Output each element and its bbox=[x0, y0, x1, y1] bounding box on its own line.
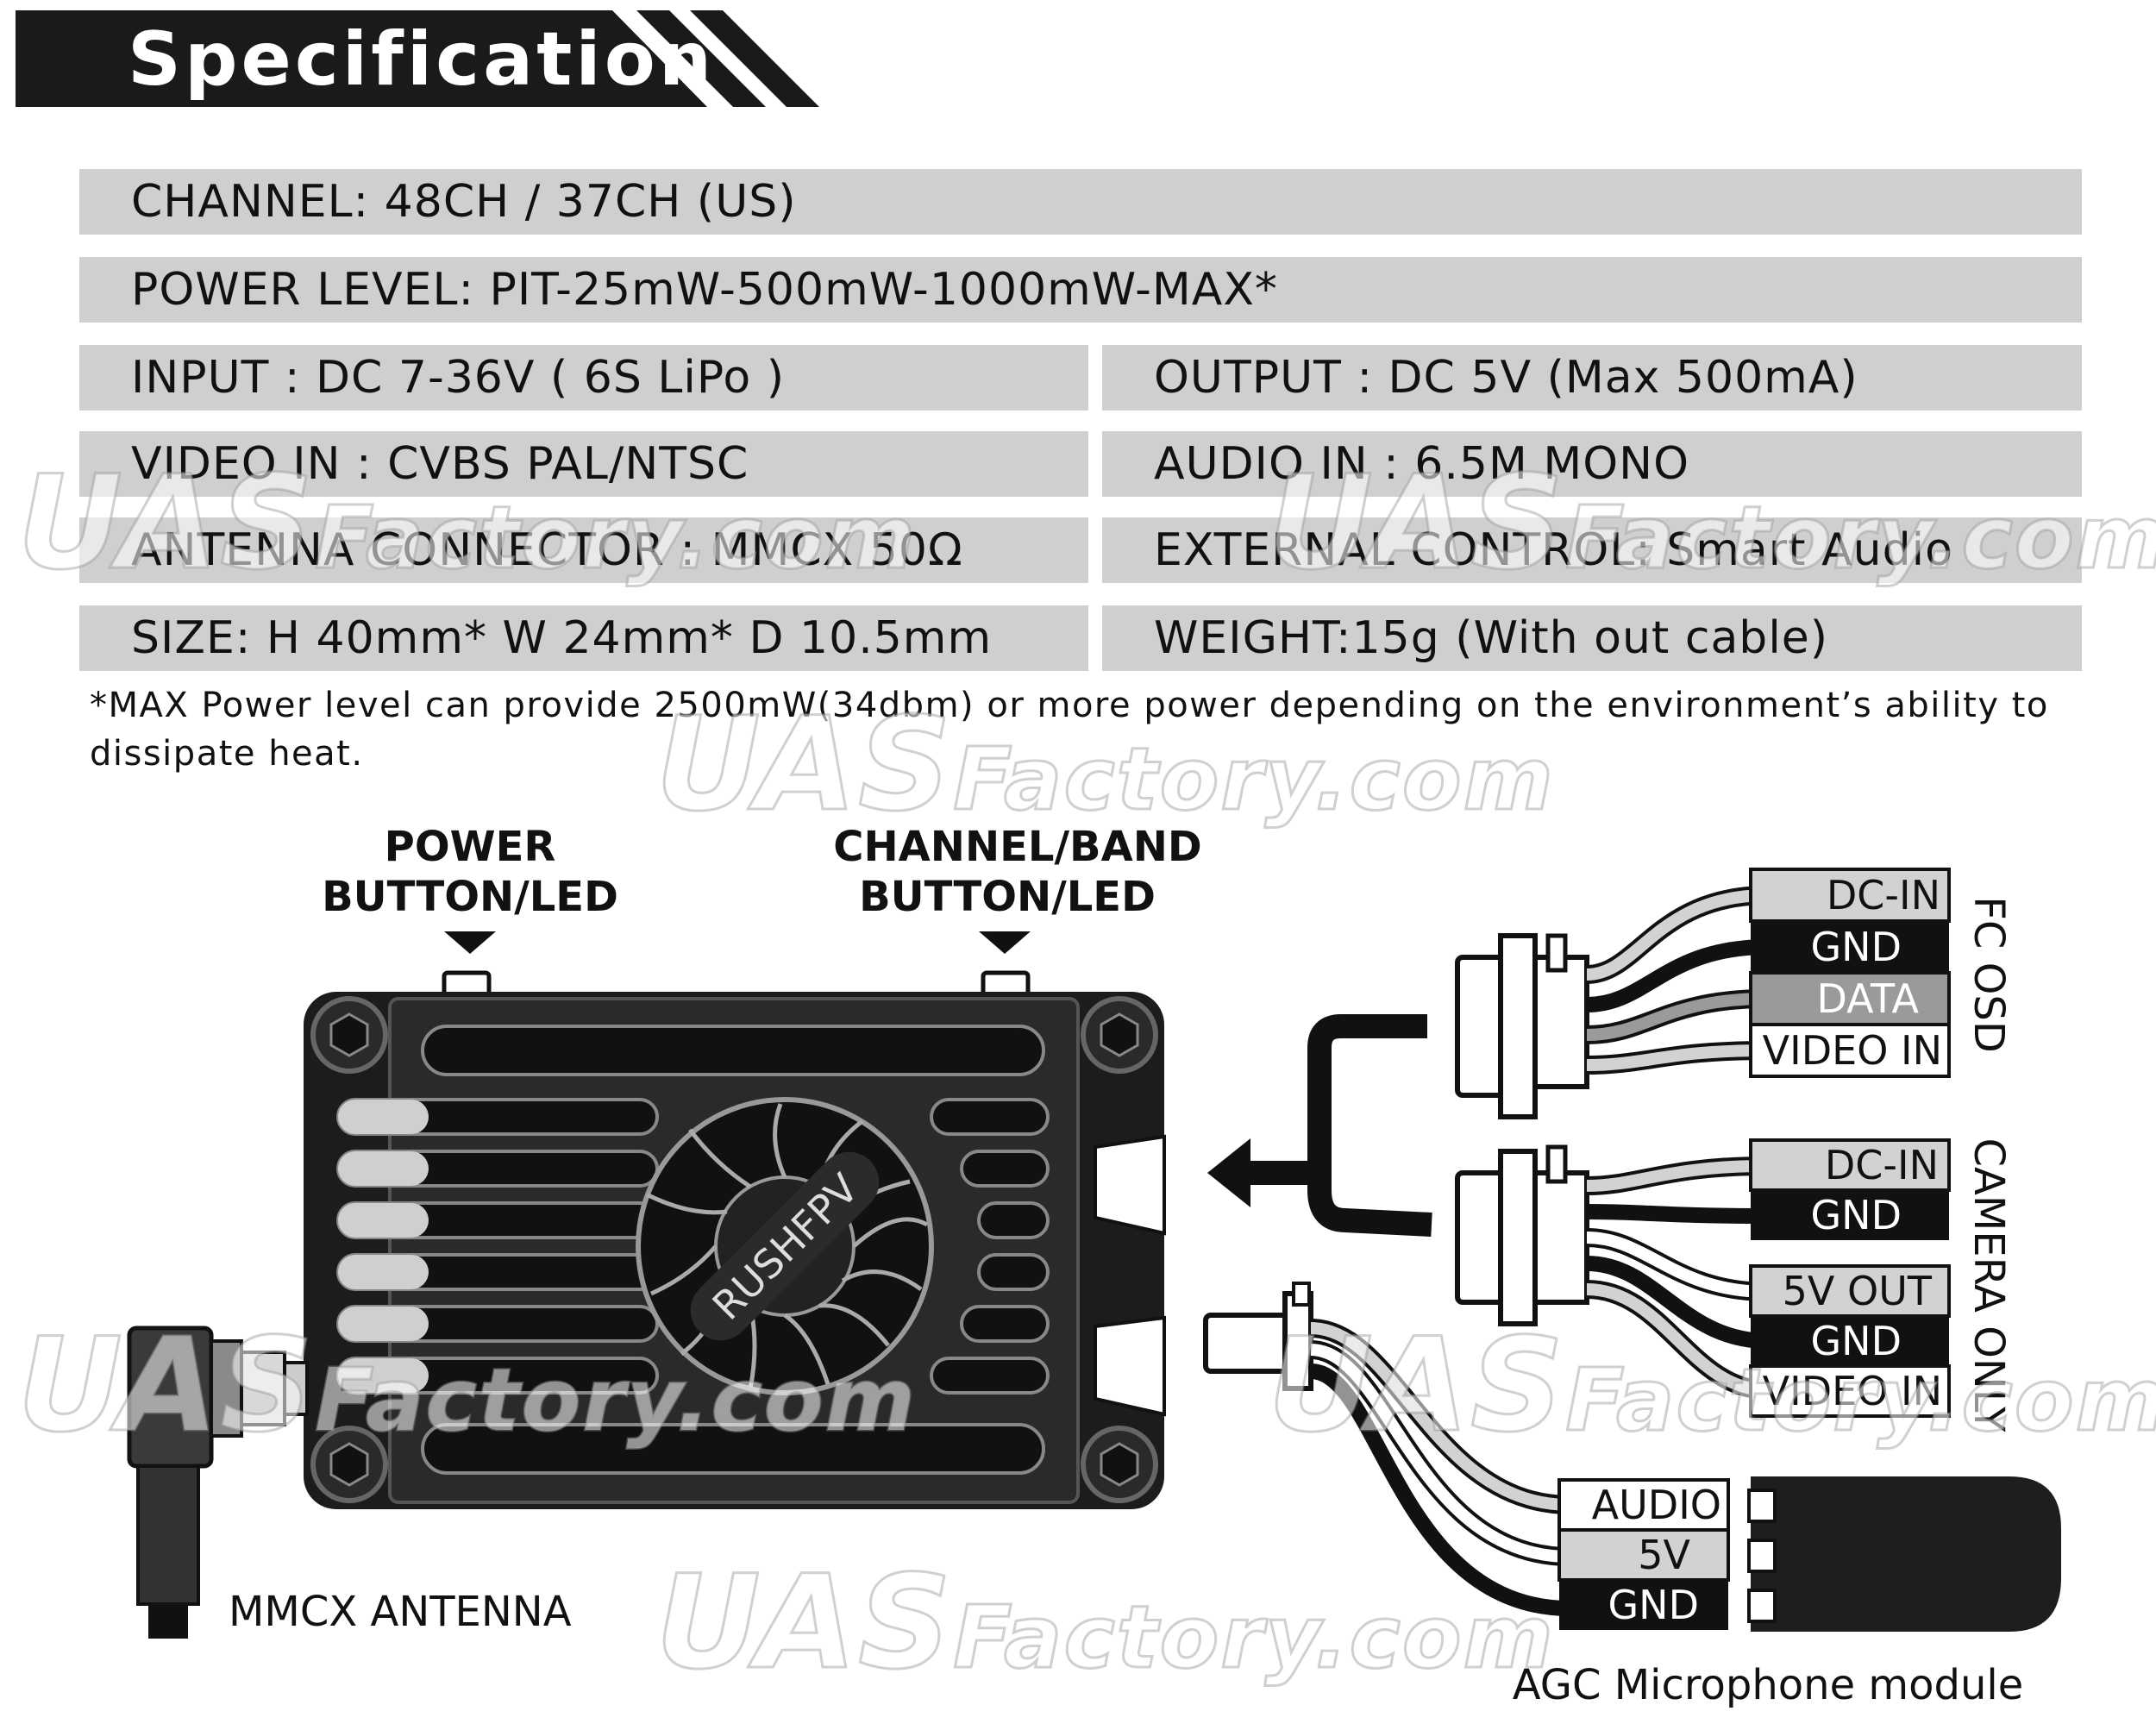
mic-wire-gnd: GND bbox=[1608, 1582, 1699, 1628]
status-led-icon bbox=[338, 1255, 429, 1289]
status-led-icon bbox=[338, 1203, 429, 1238]
mmcx-antenna-connector bbox=[127, 1326, 309, 1639]
watermark-brand: UASFactory.com bbox=[654, 1547, 1555, 1700]
spec-output: OUTPUT : DC 5V (Max 500mA) bbox=[1102, 345, 2082, 411]
screw-icon bbox=[310, 996, 388, 1074]
screw-icon bbox=[1081, 1426, 1158, 1503]
vtx-device: RUSHFPV bbox=[304, 992, 1166, 1509]
spec-video-in: VIDEO IN : CVBS PAL/NTSC bbox=[79, 431, 1088, 497]
fc-osd-wire-dc-in: DC-IN bbox=[1827, 872, 1940, 918]
camera-connector bbox=[1455, 1144, 1589, 1326]
camera-wire-dc-in: DC-IN bbox=[1825, 1142, 1939, 1188]
cooling-fan-icon: RUSHFPV bbox=[636, 1097, 934, 1395]
mic-wire-5v: 5V bbox=[1638, 1532, 1690, 1578]
fc-osd-group-label: FC OSD bbox=[1965, 896, 2013, 1053]
fc-osd-wire-video-in: VIDEO IN bbox=[1763, 1027, 1942, 1074]
channel-button-pointer-icon bbox=[979, 931, 1031, 954]
watermark-brand: UASFactory.com bbox=[1266, 448, 2156, 600]
spec-input: INPUT : DC 7-36V ( 6S LiPo ) bbox=[79, 345, 1088, 411]
watermark-brand: UASFactory.com bbox=[16, 448, 917, 600]
mic-wire-audio: AUDIO bbox=[1592, 1482, 1721, 1528]
status-led-icon bbox=[338, 1307, 429, 1341]
watermark-brand: UASFactory.com bbox=[16, 1310, 917, 1463]
spec-antenna-connector: ANTENNA CONNECTOR : MMCX 50Ω bbox=[79, 517, 1088, 583]
channel-button-label-line1: CHANNEL/BAND bbox=[833, 823, 1202, 871]
max-power-footnote: *MAX Power level can provide 2500mW(34db… bbox=[90, 686, 2049, 774]
screw-icon bbox=[1081, 996, 1158, 1074]
power-button-label-line1: POWER bbox=[385, 823, 556, 871]
agc-microphone-module bbox=[1747, 1476, 2061, 1632]
page-title: Specification bbox=[128, 16, 716, 103]
watermark-brand: UASFactory.com bbox=[654, 689, 1555, 842]
power-button-label-line2: BUTTON/LED bbox=[322, 873, 618, 921]
spec-power-level: POWER LEVEL: PIT-25mW-500mW-1000mW-MAX* bbox=[79, 257, 2082, 323]
spec-channel: CHANNEL: 48CH / 37CH (US) bbox=[79, 169, 2082, 235]
status-led-icon bbox=[338, 1100, 429, 1134]
camera-wire-gnd: GND bbox=[1811, 1192, 1902, 1238]
spec-external-control: EXTERNAL CONTROL: Smart Audio bbox=[1102, 517, 2082, 583]
spec-weight: WEIGHT:15g (With out cable) bbox=[1102, 605, 2082, 671]
fc-osd-wire-data: DATA bbox=[1816, 975, 1919, 1022]
antenna-label: MMCX ANTENNA bbox=[229, 1588, 572, 1636]
mic-module-label: AGC Microphone module bbox=[1513, 1661, 2024, 1709]
header-banner bbox=[16, 10, 819, 107]
status-led-icon bbox=[338, 1358, 429, 1393]
spec-audio-in: AUDIO IN : 6.5M MONO bbox=[1102, 431, 2082, 497]
status-led-icon bbox=[338, 1151, 429, 1186]
connection-arrow-icon bbox=[1207, 1014, 1432, 1237]
screw-icon bbox=[310, 1426, 388, 1503]
watermark-brand: UASFactory.com bbox=[1266, 1310, 2156, 1463]
camera-wire-gnd-2: GND bbox=[1811, 1318, 1902, 1364]
spec-size: SIZE: H 40mm* W 24mm* D 10.5mm bbox=[79, 605, 1088, 671]
channel-button-label-line2: BUTTON/LED bbox=[859, 873, 1156, 921]
power-button-pointer-icon bbox=[444, 931, 496, 954]
camera-wire-5v-out: 5V OUT bbox=[1783, 1268, 1933, 1314]
fc-osd-wire-gnd: GND bbox=[1811, 924, 1902, 970]
fc-osd-connector bbox=[1455, 933, 1589, 1119]
camera-only-group-label: CAMERA ONLY bbox=[1965, 1138, 2013, 1433]
camera-wire-video-in: VIDEO IN bbox=[1763, 1368, 1942, 1414]
